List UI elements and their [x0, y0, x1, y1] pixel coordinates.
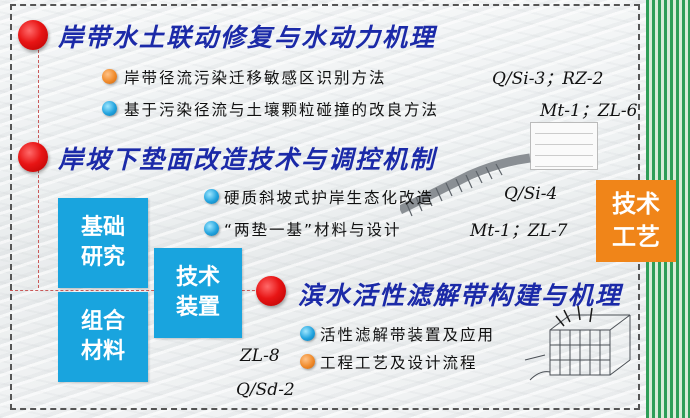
- section-1-item-1: 岸带径流污染迁移敏感区识别方法: [124, 69, 387, 87]
- blue-bullet-icon: [204, 221, 219, 236]
- slope-structure-illustration: [400, 153, 531, 217]
- orange-bullet-icon: [300, 354, 315, 369]
- blue-bullet-icon: [102, 101, 117, 116]
- section-2-item-1: 硬质斜坡式护岸生态化改造: [224, 189, 435, 207]
- section-3-item-2: 工程工艺及设计流程: [320, 354, 478, 372]
- tile-tech-device-line2: 装置: [175, 295, 220, 320]
- section-2-item-2: “两垫一基”材料与设计: [224, 221, 402, 239]
- tile-composite-material-line2: 材料: [80, 339, 125, 364]
- tile-tech-process-line1: 技术: [612, 190, 660, 218]
- tile-tech-process: 技术 工艺: [596, 180, 676, 262]
- tile-composite-material: 组合 材料: [58, 292, 148, 382]
- tile-basic-research: 基础 研究: [58, 198, 148, 288]
- section-3-title: 滨水活性滤解带构建与机理: [298, 281, 623, 310]
- tile-tech-device: 技术 装置: [154, 248, 242, 338]
- table-thumbnail-image: [530, 122, 598, 170]
- tile-basic-research-line2: 研究: [80, 245, 125, 270]
- orange-bullet-icon: [102, 69, 117, 84]
- section-1-title: 岸带水土联动修复与水动力机理: [58, 23, 437, 52]
- red-bullet-icon: [18, 142, 48, 172]
- section-1-code-1: Q/Si-3；RZ-2: [492, 69, 604, 89]
- section-2-code-2: Mt-1；ZL-7: [470, 221, 568, 241]
- filter-device-sketch: [524, 305, 631, 381]
- section-3-code-1: ZL-8: [240, 346, 280, 366]
- section-3-code-2: Q/Sd-2: [236, 380, 295, 400]
- section-2-code-1: Q/Si-4: [504, 184, 558, 204]
- red-bullet-icon: [18, 20, 48, 50]
- red-dashed-guide-horizontal: [10, 290, 260, 291]
- red-bullet-icon: [256, 276, 286, 306]
- section-1-item-2: 基于污染径流与土壤颗粒碰撞的改良方法: [124, 101, 440, 119]
- tile-composite-material-line1: 组合: [80, 309, 125, 334]
- blue-bullet-icon: [204, 189, 219, 204]
- tile-tech-device-line1: 技术: [175, 265, 220, 290]
- section-3-item-1: 活性滤解带装置及应用: [320, 326, 496, 344]
- blue-bullet-icon: [300, 326, 315, 341]
- section-1-code-2: Mt-1；ZL-6: [540, 101, 638, 121]
- tile-basic-research-line1: 基础: [80, 215, 125, 240]
- tile-tech-process-line2: 工艺: [612, 223, 660, 251]
- section-2-title: 岸坡下垫面改造技术与调控机制: [58, 145, 437, 174]
